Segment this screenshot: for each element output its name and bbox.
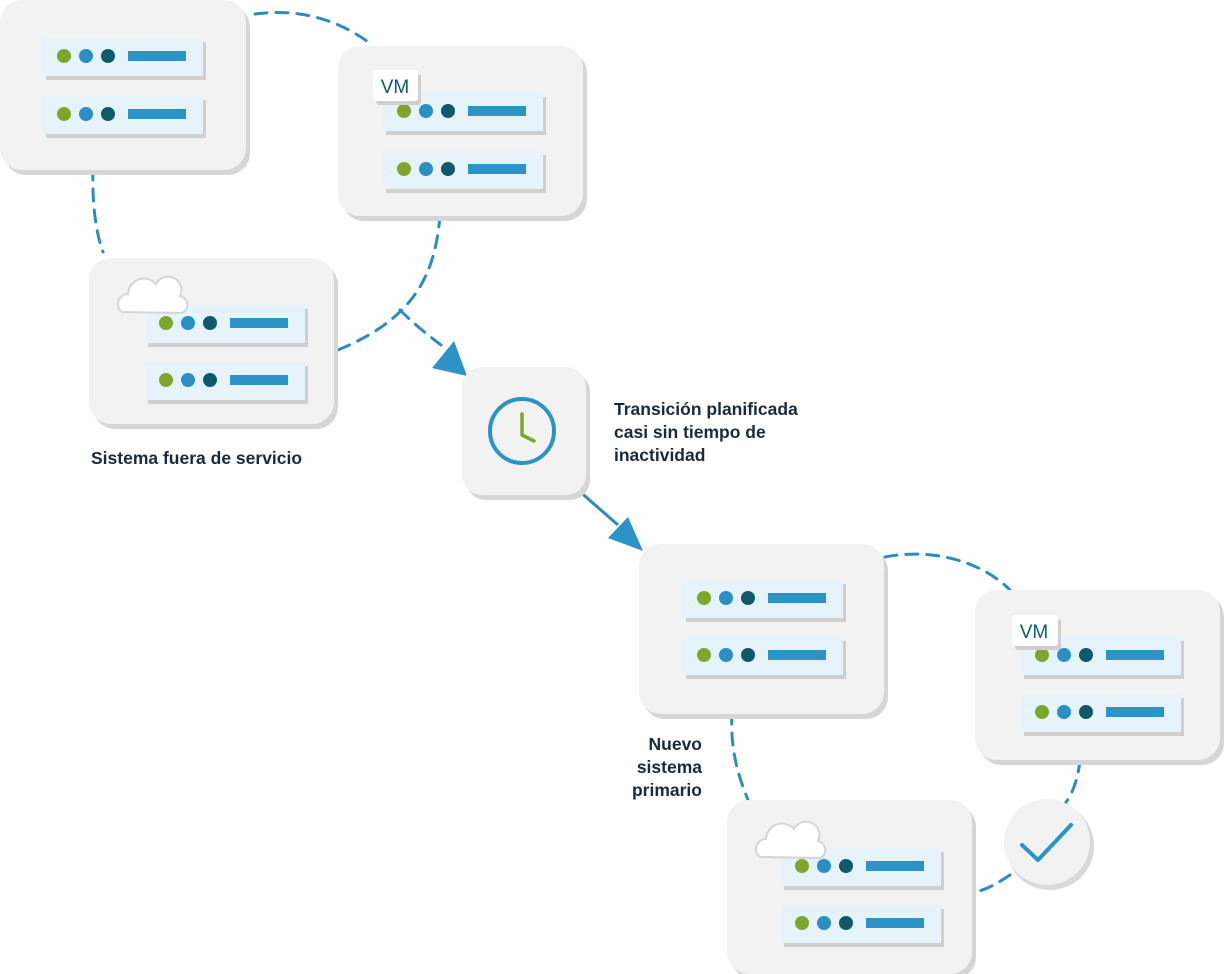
status-dot-green <box>795 916 809 930</box>
clock-hands <box>520 412 536 443</box>
server-row <box>1021 694 1181 732</box>
status-dot-green <box>57 107 71 121</box>
status-dot-blue <box>817 916 831 930</box>
status-bar <box>128 109 186 119</box>
status-dot-dark <box>839 859 853 873</box>
clock-node <box>462 367 586 495</box>
status-dot-dark <box>101 49 115 63</box>
status-dot-green <box>1035 648 1049 662</box>
check-to-standby-line <box>973 873 1012 894</box>
status-dot-blue <box>79 49 93 63</box>
status-dot-dark <box>741 591 755 605</box>
vm-tag-top-text: VM <box>381 77 410 98</box>
status-dot-dark <box>839 916 853 930</box>
status-dot-green <box>1035 705 1049 719</box>
status-dot-blue <box>419 104 433 118</box>
vm-tag-bottom: VM <box>1012 615 1058 646</box>
vm-to-check-line <box>1062 758 1082 807</box>
server-row <box>43 38 203 76</box>
to-primary-arrowhead <box>608 517 643 551</box>
status-dot-dark <box>1079 705 1093 719</box>
server-row <box>145 362 305 400</box>
transition-label: Transición planificada casi sin tiempo d… <box>614 399 798 465</box>
status-dot-green <box>159 373 173 387</box>
status-dot-dark <box>1079 648 1093 662</box>
status-dot-dark <box>441 104 455 118</box>
server-row <box>383 151 543 189</box>
server-panel-out-of-service <box>89 258 334 424</box>
server-row <box>781 848 941 886</box>
status-dot-green <box>697 648 711 662</box>
status-bar <box>468 164 526 174</box>
status-bar <box>230 375 288 385</box>
status-dot-blue <box>1057 705 1071 719</box>
status-dot-blue <box>1057 648 1071 662</box>
bottom-arc-line <box>883 552 1012 592</box>
status-dot-dark <box>203 316 217 330</box>
status-dot-green <box>795 859 809 873</box>
status-dot-blue <box>817 859 831 873</box>
status-bar <box>468 106 526 116</box>
new-primary-label: Nuevo sistema primario <box>631 734 702 800</box>
status-bar <box>1106 650 1164 660</box>
status-bar <box>866 861 924 871</box>
left-vertical-line <box>91 166 105 254</box>
server-panel-top-left <box>0 0 246 170</box>
right-curve-line <box>336 213 442 352</box>
status-dot-blue <box>719 648 733 662</box>
server-row <box>683 637 843 675</box>
status-bar <box>1106 707 1164 717</box>
status-dot-green <box>397 104 411 118</box>
vm-panel-bottom <box>975 590 1220 760</box>
status-dot-blue <box>79 107 93 121</box>
new-primary-panel <box>639 544 884 714</box>
connector-lines <box>91 10 1082 894</box>
top-arc-line <box>253 10 374 47</box>
vm-tag-top: VM <box>373 70 418 101</box>
status-bar <box>768 650 826 660</box>
server-row <box>683 580 843 618</box>
status-dot-blue <box>419 162 433 176</box>
vm-tag-bottom-text: VM <box>1020 622 1049 643</box>
status-dot-dark <box>741 648 755 662</box>
out-of-service-label: Sistema fuera de servicio <box>91 448 303 468</box>
cloud-icon <box>117 275 189 315</box>
status-dot-blue <box>181 373 195 387</box>
server-row <box>43 96 203 134</box>
status-dot-green <box>57 49 71 63</box>
status-bar <box>230 318 288 328</box>
status-dot-dark <box>441 162 455 176</box>
status-dot-blue <box>181 316 195 330</box>
to-clock-dashed-line <box>398 308 452 354</box>
to-primary-arrow-line <box>577 488 619 527</box>
status-bar <box>866 918 924 928</box>
server-panel-standby <box>727 800 972 974</box>
status-dot-blue <box>719 591 733 605</box>
status-dot-green <box>697 591 711 605</box>
status-bar <box>768 593 826 603</box>
clock-icon <box>488 397 556 465</box>
checkmark-icon <box>1020 823 1073 862</box>
status-dot-dark <box>101 107 115 121</box>
status-dot-dark <box>203 373 217 387</box>
to-clock-arrowhead <box>432 341 467 376</box>
status-bar <box>128 51 186 61</box>
server-row <box>781 905 941 943</box>
primary-vertical-line <box>730 710 750 802</box>
status-dot-green <box>159 316 173 330</box>
check-node <box>1004 799 1094 890</box>
cloud-icon-bottom <box>755 820 827 860</box>
status-dot-green <box>397 162 411 176</box>
